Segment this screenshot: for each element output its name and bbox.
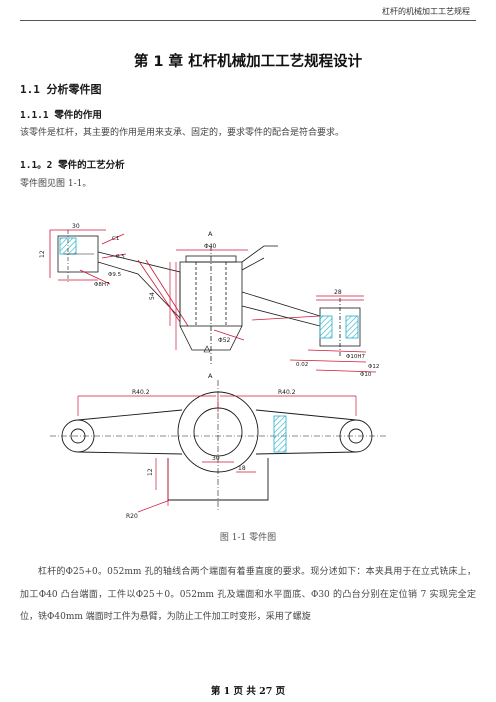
section-label-a-bottom: A [208, 372, 213, 380]
section-heading-1-1-2: 1.1。2 零件的工艺分析 [20, 160, 125, 171]
dim-right-width: 28 [334, 289, 342, 296]
dim-top-left-hole: Φ8H7 [94, 282, 110, 288]
dim-top-left-boss: Φ9.5 [108, 272, 122, 278]
page-footer: 第 1 页 共 27 页 [210, 686, 286, 697]
figure-caption: 图 1-1 零件图 [219, 533, 277, 543]
dim-right-bore-a: Φ12 [368, 364, 379, 370]
body-paragraph: 杠杆的Φ25+0。052mm 孔的轴线合两个端面有着垂直度的要求。现分述如下：本… [20, 567, 476, 622]
dim-right-tol: 0.02 [296, 362, 308, 368]
dim-center-height: 54 [149, 292, 156, 300]
chapter-title: 第 1 章 杠杆机械加工工艺规程设计 [133, 54, 363, 70]
dim-center-bore: Φ40 [204, 243, 217, 250]
section-text-1-1-1: 该零件是杠杆，其主要的作用是用来支承、固定的，要求零件的配合是符合要求。 [20, 128, 345, 138]
dim-plan-base-w: 30 [212, 455, 220, 462]
running-header: 杠杆的机械加工工艺规程 [382, 7, 470, 16]
dim-top-left-chamfer: C1 [112, 236, 119, 242]
plan-hatch-right [273, 415, 287, 453]
section-text-1-1-2: 零件图见图 1-1。 [20, 179, 92, 189]
section-heading-1-1: 1.1 分析零件图 [20, 83, 102, 96]
dim-plan-base-h: 12 [147, 468, 154, 476]
dim-top-left-width: 30 [72, 223, 80, 230]
dim-plan-r-left: R20 [126, 513, 138, 520]
dim-right-span: R40.2 [278, 389, 296, 396]
part-drawing: 30 12 Φ8H7 Φ9.5 C1 0.5 Φ40 Φ52 54 A A [39, 223, 386, 520]
section-heading-1-1-1: 1.1.1 零件的作用 [20, 110, 102, 121]
dim-right-hole: Φ10H7 [346, 354, 365, 360]
section-label-a-top: A [208, 230, 213, 238]
plan-view [50, 380, 386, 512]
dim-top-left-height: 12 [39, 250, 46, 258]
dim-center-bottom: Φ52 [218, 337, 231, 344]
right-boss-view [319, 298, 361, 356]
dim-right-bore-b: Φ10 [360, 372, 372, 378]
center-body-front [179, 245, 278, 364]
dim-plan-note: 18 [238, 465, 246, 472]
dim-left-span: R40.2 [132, 389, 150, 396]
left-boss-view [49, 229, 127, 285]
datum-triangle-center [203, 345, 211, 353]
dim-top-left-arrow: 0.5 [116, 254, 125, 260]
header-rule [20, 20, 476, 21]
